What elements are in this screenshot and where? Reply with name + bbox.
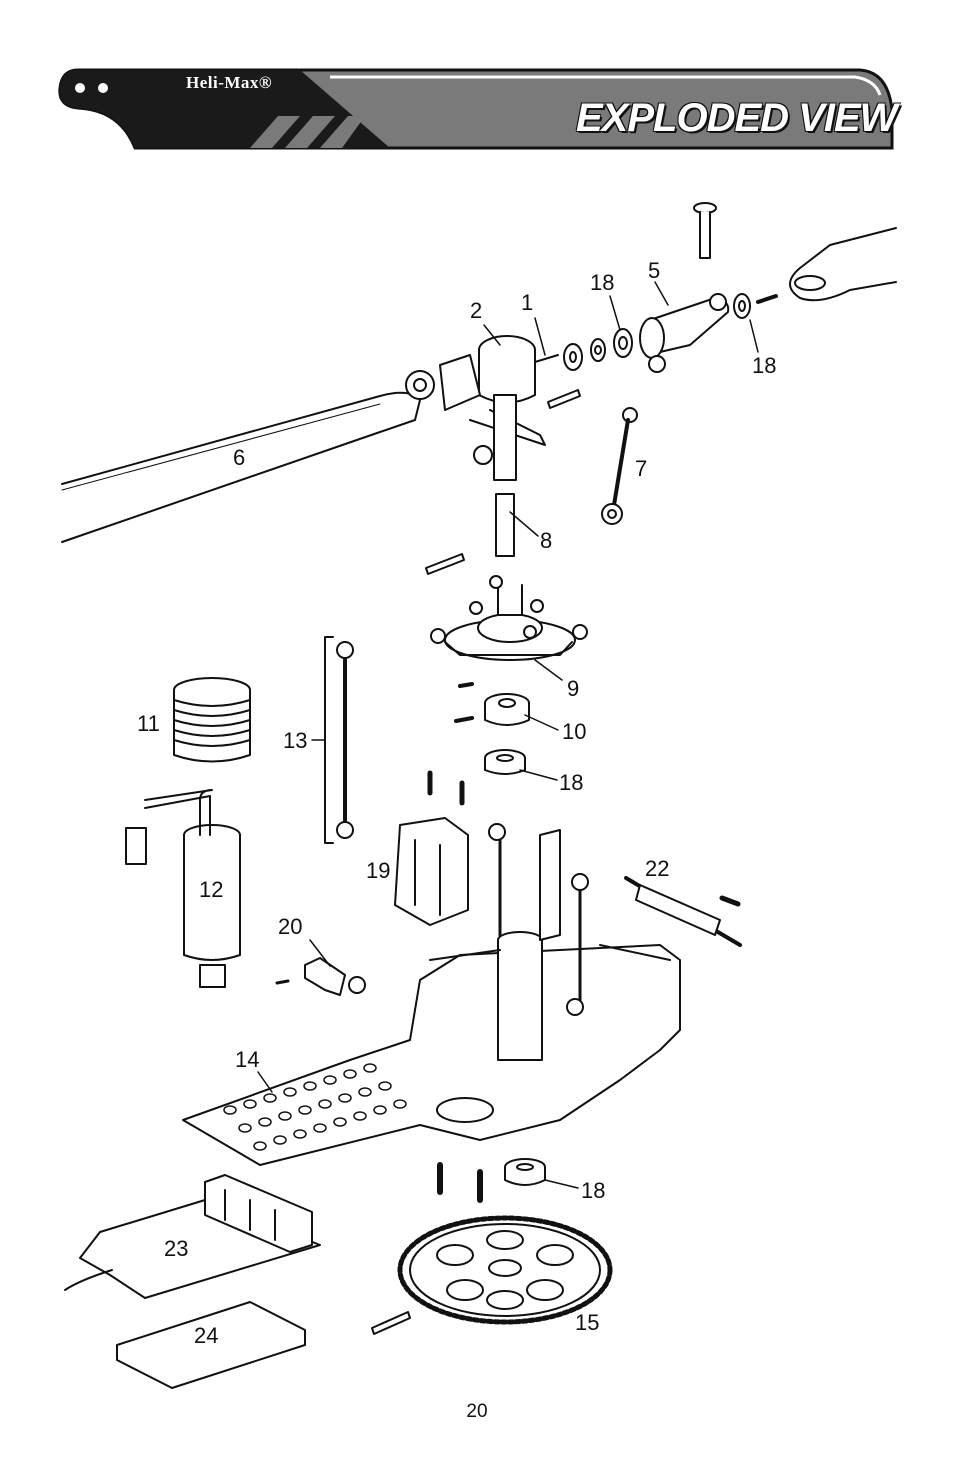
callout-13: 13: [283, 728, 308, 753]
callout-2: 2: [470, 298, 483, 323]
callout-19: 19: [366, 858, 391, 883]
bearing-18-lower: [504, 1158, 546, 1186]
callout-22: 22: [645, 856, 670, 881]
brand-logo: Heli-Max®: [186, 73, 273, 92]
callout-18-top: 18: [590, 270, 615, 295]
main-shaft: [495, 493, 515, 557]
page-number: 20: [466, 1401, 488, 1422]
battery-pack: [116, 1301, 306, 1389]
main-frame: [182, 823, 681, 1166]
tail-servo-bracket: [624, 876, 742, 947]
callout-18-mid: 18: [559, 770, 584, 795]
screw-icon: [693, 202, 717, 259]
rotor-head: [405, 335, 546, 481]
header-banner: Heli-Max® EXPLODED VIEW: [0, 0, 954, 170]
servo-mount: [394, 817, 469, 926]
servo-arm: [304, 957, 366, 996]
motor: [125, 789, 241, 988]
callout-12: 12: [199, 877, 224, 902]
page-title: EXPLODED VIEW: [576, 96, 897, 140]
blade-banner-graphic: [58, 68, 894, 150]
leader-lines: [257, 281, 759, 1189]
callout-14: 14: [235, 1047, 260, 1072]
feathering-spindle: [534, 354, 559, 363]
screw-icon: [371, 1311, 411, 1335]
shaft-collar: [484, 693, 530, 726]
callout-11: 11: [137, 711, 160, 736]
callout-24: 24: [194, 1323, 219, 1348]
screw-icon: [547, 389, 581, 409]
screw-icon: [425, 553, 465, 575]
callout-7: 7: [635, 456, 648, 481]
callout-23: 23: [164, 1236, 189, 1261]
blade-hole-icon: [75, 83, 85, 93]
callout-5: 5: [648, 258, 661, 283]
callout-9: 9: [567, 676, 580, 701]
main-gear: [397, 1215, 613, 1325]
screw-icon: [719, 895, 741, 907]
callout-15: 15: [575, 1310, 600, 1335]
blade-hole-icon: [98, 83, 108, 93]
screw-icon: [458, 682, 474, 688]
bearing-18-mid: [484, 749, 526, 775]
bearing-set-upper: [563, 328, 633, 371]
screw-icon: [275, 979, 290, 985]
motor-heatsink: [173, 677, 251, 763]
callout-18-right: 18: [752, 353, 777, 378]
receiver-board: [64, 1174, 321, 1299]
linkage-rod: [601, 407, 638, 525]
swashplate: [430, 575, 588, 661]
blade-grip: [639, 293, 778, 373]
callout-20: 20: [278, 914, 303, 939]
main-blade-right: [789, 227, 897, 302]
callout-1: 1: [521, 290, 534, 315]
callout-18-lower: 18: [581, 1178, 606, 1203]
screw-icon: [454, 716, 474, 723]
callout-6: 6: [233, 445, 246, 470]
pushrod: [324, 636, 354, 844]
callout-10: 10: [562, 719, 587, 744]
callout-8: 8: [540, 528, 553, 553]
